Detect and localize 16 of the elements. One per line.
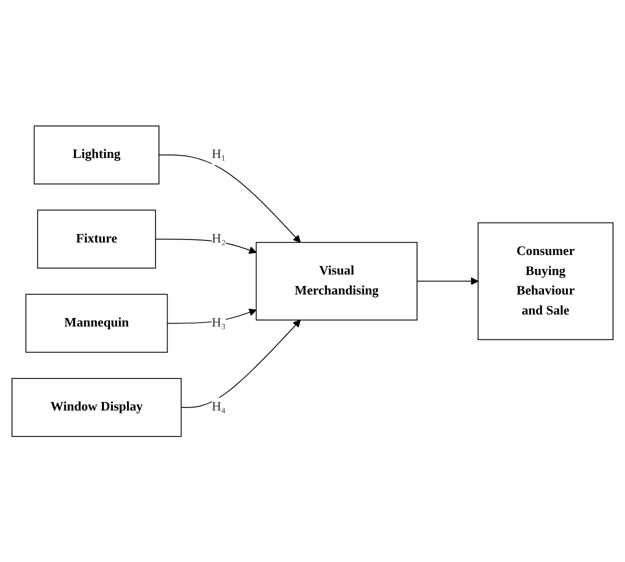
arrow — [180, 319, 301, 408]
edge-label: H₃ — [212, 316, 226, 330]
node-box — [34, 125, 160, 184]
node-box — [25, 294, 168, 352]
flowchart-drawing: H₁ H₂ H₃ H₄ Lighting Fixture Mannequin Window Display Visual Merchandising Consumer Buying Behaviour and Sale — [5, 118, 620, 444]
arrow — [166, 308, 257, 324]
arrow — [158, 154, 301, 243]
node-box — [37, 209, 156, 268]
edge-label: H₄ — [212, 400, 226, 414]
arrow — [416, 277, 478, 285]
edge-label: H₂ — [212, 232, 226, 246]
node-box — [478, 222, 614, 340]
edge-label: H₁ — [212, 148, 226, 162]
arrow — [155, 238, 257, 254]
node-box — [256, 242, 418, 320]
node-box — [12, 378, 182, 437]
